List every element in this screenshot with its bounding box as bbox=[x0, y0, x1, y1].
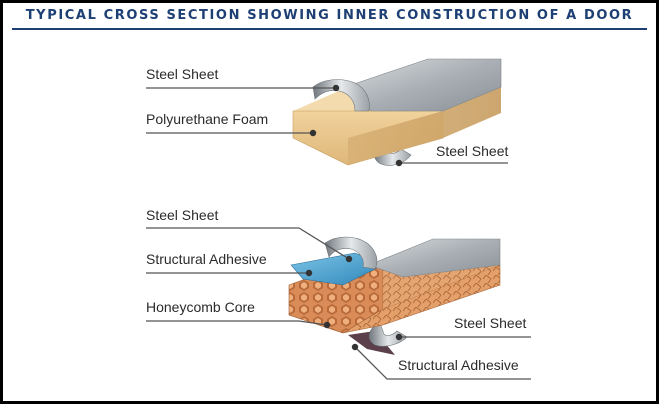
label-polyurethane-foam: Polyurethane Foam bbox=[146, 111, 269, 127]
adhesive-bottom-layer bbox=[348, 331, 395, 355]
label-structural-adhesive-bottom: Structural Adhesive bbox=[398, 357, 519, 373]
title-underline bbox=[12, 28, 647, 30]
steel-sheet-bottom-curl-2 bbox=[368, 320, 408, 347]
label-steel-sheet-top-2: Steel Sheet bbox=[146, 207, 219, 223]
page-title: TYPICAL CROSS SECTION SHOWING INNER CONS… bbox=[25, 8, 634, 23]
honeycomb-core-side bbox=[342, 264, 501, 334]
leader-lines bbox=[146, 87, 531, 380]
steel-sheet-top bbox=[350, 58, 502, 112]
label-structural-adhesive-top: Structural Adhesive bbox=[146, 251, 267, 267]
label-steel-sheet-top: Steel Sheet bbox=[146, 66, 219, 82]
label-steel-sheet-bottom: Steel Sheet bbox=[436, 143, 509, 159]
honeycomb-panel-assembly bbox=[288, 236, 501, 355]
adhesive-top-layer bbox=[290, 252, 384, 286]
foam-side-face bbox=[348, 87, 501, 165]
label-steel-sheet-bottom-2: Steel Sheet bbox=[454, 315, 527, 331]
leader-steel-top-2 bbox=[146, 227, 350, 260]
steel-sheet-top-2 bbox=[368, 238, 501, 278]
label-honeycomb-core: Honeycomb Core bbox=[146, 299, 255, 315]
leader-dots bbox=[305, 84, 403, 351]
leader-honeycomb bbox=[146, 320, 328, 326]
steel-sheet-top-curl-2 bbox=[324, 236, 378, 270]
leader-adhesive-bottom bbox=[354, 346, 531, 380]
cross-section-illustration bbox=[146, 58, 531, 380]
